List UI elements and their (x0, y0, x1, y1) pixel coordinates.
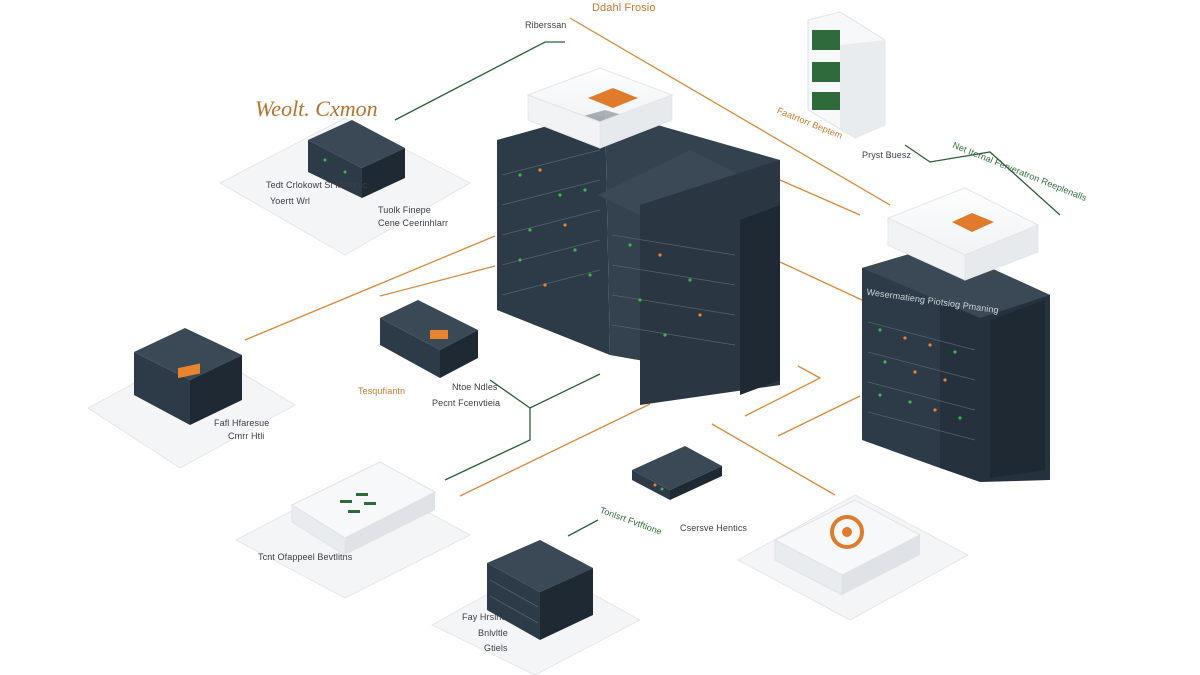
switch-ports (340, 493, 376, 513)
link-orange-right-low (744, 365, 822, 417)
router[interactable] (632, 446, 722, 500)
label-small-node-orange: Tesqufiantn (358, 386, 406, 396)
link-orange-top (569, 17, 891, 206)
right-rack-leds (878, 328, 962, 420)
label-bottom-a: Fay Hrslne (462, 612, 507, 622)
label-router-b: Csersve Hentics (680, 523, 748, 533)
main-rack-led-rows (501, 149, 736, 346)
main-rack-leds (518, 168, 702, 337)
link-green-center (489, 373, 601, 409)
link-orange-left-mid (379, 265, 496, 297)
main-rack-orange-tile (588, 88, 638, 108)
label-top-left: Riberssan (525, 20, 567, 30)
link-orange-mid-right (779, 179, 861, 216)
label-left-platform-d: Cene Ceerinhlarr (378, 218, 449, 228)
white-server-tower[interactable] (807, 11, 886, 139)
label-left-platform-c: Tuolk Finepe (378, 205, 431, 215)
link-green-lower (444, 408, 531, 481)
link-orange-left-long (244, 235, 496, 341)
label-server-left-a: Fafl Hfaresue (214, 418, 270, 428)
storage-pad-orange-emblem (830, 515, 864, 549)
label-small-node-a: Ntoe Ndles (452, 382, 498, 392)
link-orange-right-rack (779, 261, 863, 301)
link-green-top (394, 41, 565, 121)
link-orange-lower (459, 403, 651, 497)
label-server-left-b: Cmrr Htli (228, 431, 265, 441)
right-server-rack[interactable] (862, 187, 1050, 482)
network-switch[interactable] (290, 461, 437, 556)
label-bottom-c: Gtiels (484, 643, 508, 653)
server-box-top-left[interactable] (308, 120, 405, 198)
storage-pad[interactable] (773, 499, 922, 596)
label-switch: Tcnt Ofappeel Bevtlitns (258, 552, 353, 562)
label-small-node-b: Pecnt Fcenvtieia (432, 398, 501, 408)
connection-lines (244, 17, 1061, 537)
link-orange-right-low2 (777, 395, 861, 437)
label-right-mid: Pryst Buesz (862, 150, 912, 160)
diagram-title: Weolt. Cxmon (255, 96, 378, 121)
main-server-rack[interactable] (497, 67, 780, 405)
link-orange-router (711, 423, 836, 496)
right-rack-orange-tile (952, 213, 994, 232)
label-left-platform-b: Yoertt Wrl (270, 196, 311, 206)
label-top-center: Ddahl Frosio (592, 2, 656, 14)
link-green-right (904, 144, 1061, 216)
label-bottom-b: Bnlvltle (478, 628, 508, 638)
label-left-platform-a: Tedt Crlokowt Sl Mefonic (266, 180, 368, 190)
server-box-left[interactable] (134, 328, 242, 425)
server-stack-bottom[interactable] (487, 540, 593, 640)
small-node-center[interactable] (380, 300, 478, 378)
link-green-bottom (567, 519, 599, 537)
